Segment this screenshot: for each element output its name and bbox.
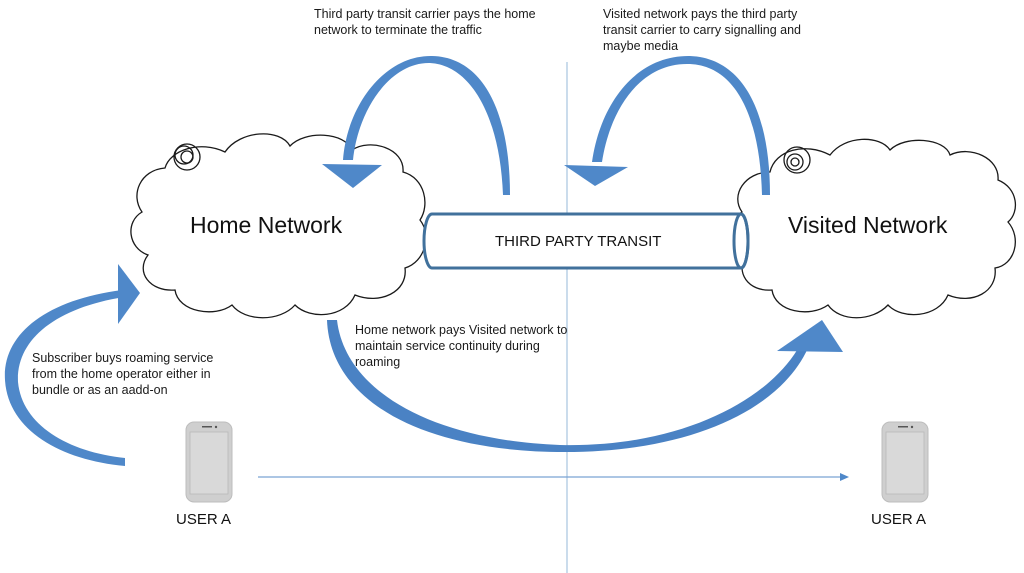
user-home-label: USER A (176, 511, 232, 528)
home-network-label: Home Network (190, 212, 343, 238)
arrow-home-to-visited (327, 320, 843, 452)
transit-label: THIRD PARTY TRANSIT (495, 233, 662, 250)
note-transit-pays-home: Third party transit carrier pays the hom… (314, 7, 536, 37)
phone-icon-visited[interactable] (881, 421, 929, 503)
roaming-flow-arrow (258, 473, 849, 481)
arrow-transit-to-home (322, 55, 510, 195)
phone-icon-home[interactable] (185, 421, 233, 503)
note-visited-pays-transit: Visited network pays the third party tra… (603, 7, 801, 53)
arrow-visited-to-transit (564, 55, 770, 195)
user-visited-label: USER A (871, 511, 927, 528)
note-subscriber-buys: Subscriber buys roaming service from the… (32, 351, 214, 397)
visited-network-label: Visited Network (788, 212, 948, 238)
note-home-pays-visited: Home network pays Visited network to mai… (355, 323, 568, 369)
transit-pipe[interactable] (422, 212, 750, 270)
arrow-user-to-home (4, 264, 140, 466)
